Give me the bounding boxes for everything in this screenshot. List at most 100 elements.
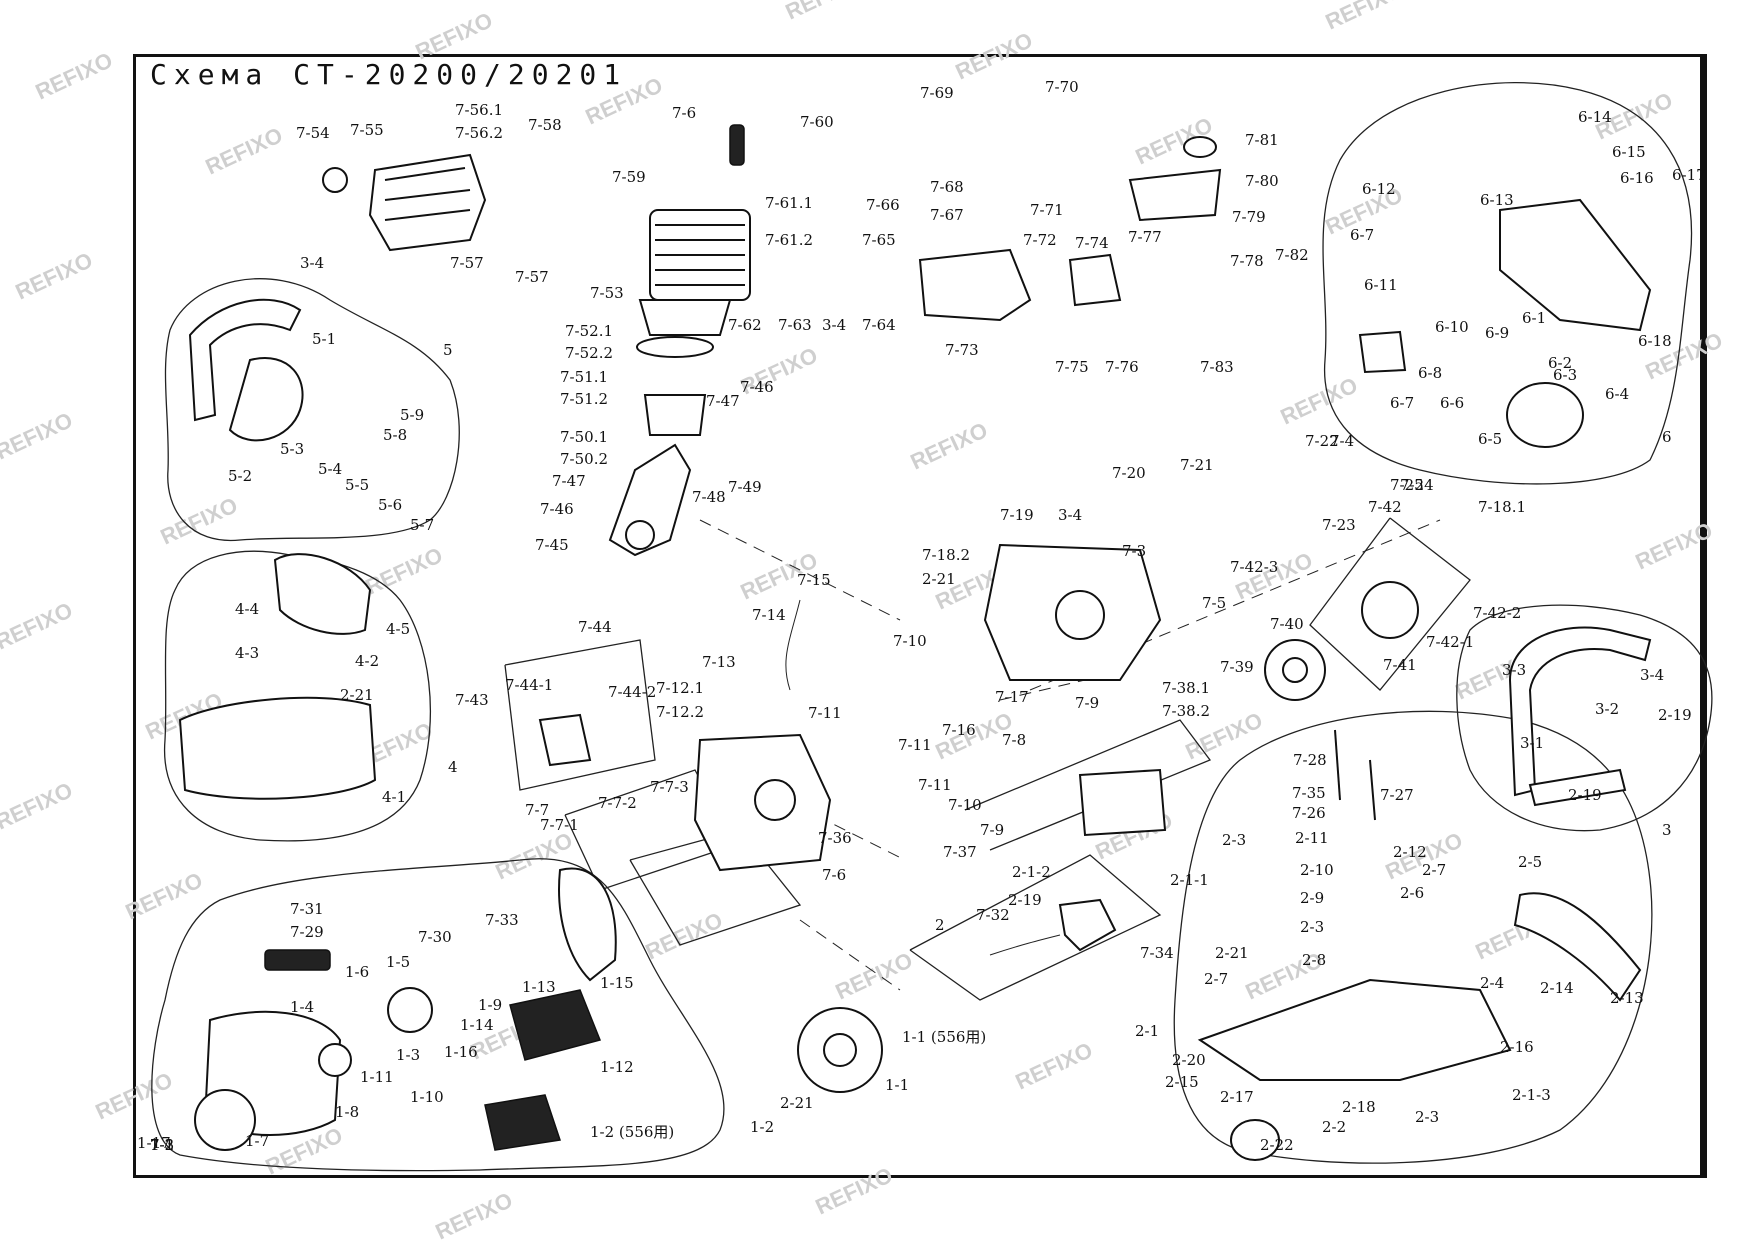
part-callout-label: 7-18.2 — [922, 546, 970, 564]
part-callout-label: 7-21 — [1180, 456, 1214, 474]
part-callout-label: 4-2 — [355, 652, 379, 670]
part-callout-label: 6-5 — [1478, 430, 1502, 448]
starter-handle-part — [264, 949, 331, 971]
part-callout-label: 7-56.1 — [455, 101, 503, 119]
part-callout-label: 7-25 — [1390, 476, 1424, 494]
part-callout-label: 3-4 — [1058, 506, 1082, 524]
part-callout-label: 7-62 — [728, 316, 762, 334]
part-callout-label: 7-9 — [1075, 694, 1099, 712]
part-callout-label: 7-58 — [528, 116, 562, 134]
part-callout-label: 1-10 — [410, 1088, 444, 1106]
part-callout-label: 7-50.2 — [560, 450, 608, 468]
part-callout-label: 2-17 — [1220, 1088, 1254, 1106]
watermark-text: REFIXO — [12, 247, 97, 304]
hand-guard-part — [228, 357, 304, 442]
starter-spring-part — [318, 1043, 352, 1077]
watermark-text: REFIXO — [642, 907, 727, 964]
part-callout-label: 6-9 — [1485, 324, 1509, 342]
watermark-text: REFIXO — [1322, 0, 1407, 35]
part-callout-label: 7-57 — [450, 254, 484, 272]
part-callout-label: 7-60 — [800, 113, 834, 131]
part-callout-label: 2-12 — [1393, 843, 1427, 861]
clutch-drum-hub — [1282, 657, 1308, 683]
part-callout-label: 7-38.1 — [1162, 679, 1210, 697]
part-callout-label: 3-2 — [1595, 700, 1619, 718]
part-callout-label: 7-7-1 — [540, 816, 579, 834]
part-callout-label: 2-1 — [1135, 1022, 1159, 1040]
part-callout-label: 7-75 — [1055, 358, 1089, 376]
oil-pump-part — [1058, 898, 1117, 952]
brake-band-part — [1506, 382, 1584, 448]
part-callout-label: 2-19 — [1008, 891, 1042, 909]
handle-bar-lower — [1528, 768, 1627, 807]
part-callout-label: 6-4 — [1605, 385, 1629, 403]
part-callout-label: 3-1 — [1520, 734, 1544, 752]
part-callout-label: 1-11 — [360, 1068, 394, 1086]
part-callout-label: 7-31 — [290, 900, 324, 918]
part-callout-label: 7-63 — [778, 316, 812, 334]
part-callout-label: 7-77 — [1128, 228, 1162, 246]
housing-4-1-part — [178, 696, 377, 800]
part-callout-label: 7-44-2 — [608, 683, 656, 701]
part-callout-label: 1-13 — [522, 978, 556, 996]
part-callout-label: 7-13 — [702, 653, 736, 671]
part-callout-label: 7-53 — [590, 284, 624, 302]
part-callout-label: 6 — [1662, 428, 1672, 446]
piston-ring-part — [636, 336, 714, 358]
part-callout-label: 7-52.2 — [565, 344, 613, 362]
part-callout-label: 7-3 — [150, 1136, 174, 1154]
watermark-text: REFIXO — [432, 1187, 517, 1240]
watermark-text: REFIXO — [1277, 372, 1362, 429]
part-callout-label: 2-14 — [1540, 979, 1574, 997]
part-callout-label: 7-52.1 — [565, 322, 613, 340]
carburetor-part — [1068, 253, 1122, 307]
part-callout-label: 7-43 — [455, 691, 489, 709]
part-callout-label: 2-8 — [1302, 951, 1326, 969]
clutch-part — [1361, 581, 1419, 639]
part-callout-label: 1-5 — [386, 953, 410, 971]
part-callout-label: 5 — [443, 341, 453, 359]
part-callout-label: 7-10 — [893, 632, 927, 650]
part-callout-label: 2-1-3 — [1512, 1086, 1551, 1104]
part-callout-label: 5-8 — [383, 426, 407, 444]
watermark-text: REFIXO — [782, 0, 867, 25]
part-callout-label: 7-45 — [535, 536, 569, 554]
part-callout-label: 1-8 — [335, 1103, 359, 1121]
part-callout-label: 2-7 — [1204, 970, 1228, 988]
part-callout-label: 2-21 — [340, 686, 374, 704]
part-callout-label: 7-47 — [706, 392, 740, 410]
part-callout-label: 6-13 — [1480, 191, 1514, 209]
part-callout-label: 7-64 — [862, 316, 896, 334]
cover-1-2-part — [509, 989, 602, 1061]
part-callout-label: 7-68 — [930, 178, 964, 196]
part-callout-label: 5-5 — [345, 476, 369, 494]
part-callout-label: 5-7 — [410, 516, 434, 534]
part-callout-label: 7-11 — [808, 704, 842, 722]
part-callout-label: 7-70 — [1045, 78, 1079, 96]
rear-handle-housing-part — [1197, 978, 1512, 1081]
part-callout-label: 7-46 — [740, 378, 774, 396]
watermark-text: REFIXO — [412, 7, 497, 64]
watermark-text: REFIXO — [832, 947, 917, 1004]
part-callout-label: 7-48 — [692, 488, 726, 506]
part-callout-label: 7-83 — [1200, 358, 1234, 376]
plate-6-8-part — [1358, 330, 1407, 374]
part-callout-label: 5-4 — [318, 460, 342, 478]
part-callout-label: 7-37 — [943, 843, 977, 861]
tank-cap-part — [1230, 1119, 1280, 1161]
part-callout-label: 7-40 — [1270, 615, 1304, 633]
part-callout-label: 6-17 — [1672, 166, 1706, 184]
part-callout-label: 3 — [1662, 821, 1672, 839]
part-callout-label: 7-11 — [918, 776, 952, 794]
watermark-text: REFIXO — [362, 542, 447, 599]
part-callout-label: 7-42-1 — [1426, 633, 1474, 651]
watermark-text: REFIXO — [952, 27, 1037, 84]
cylinder-fins — [655, 224, 745, 286]
part-callout-label: 7-6 — [672, 104, 696, 122]
crankcase-bearing-seat — [1055, 590, 1105, 640]
part-callout-label: 1-1 (556用) — [902, 1028, 986, 1046]
part-callout-label: 5-6 — [378, 496, 402, 514]
part-callout-label: 7-50.1 — [560, 428, 608, 446]
part-callout-label: 7-12.2 — [656, 703, 704, 721]
